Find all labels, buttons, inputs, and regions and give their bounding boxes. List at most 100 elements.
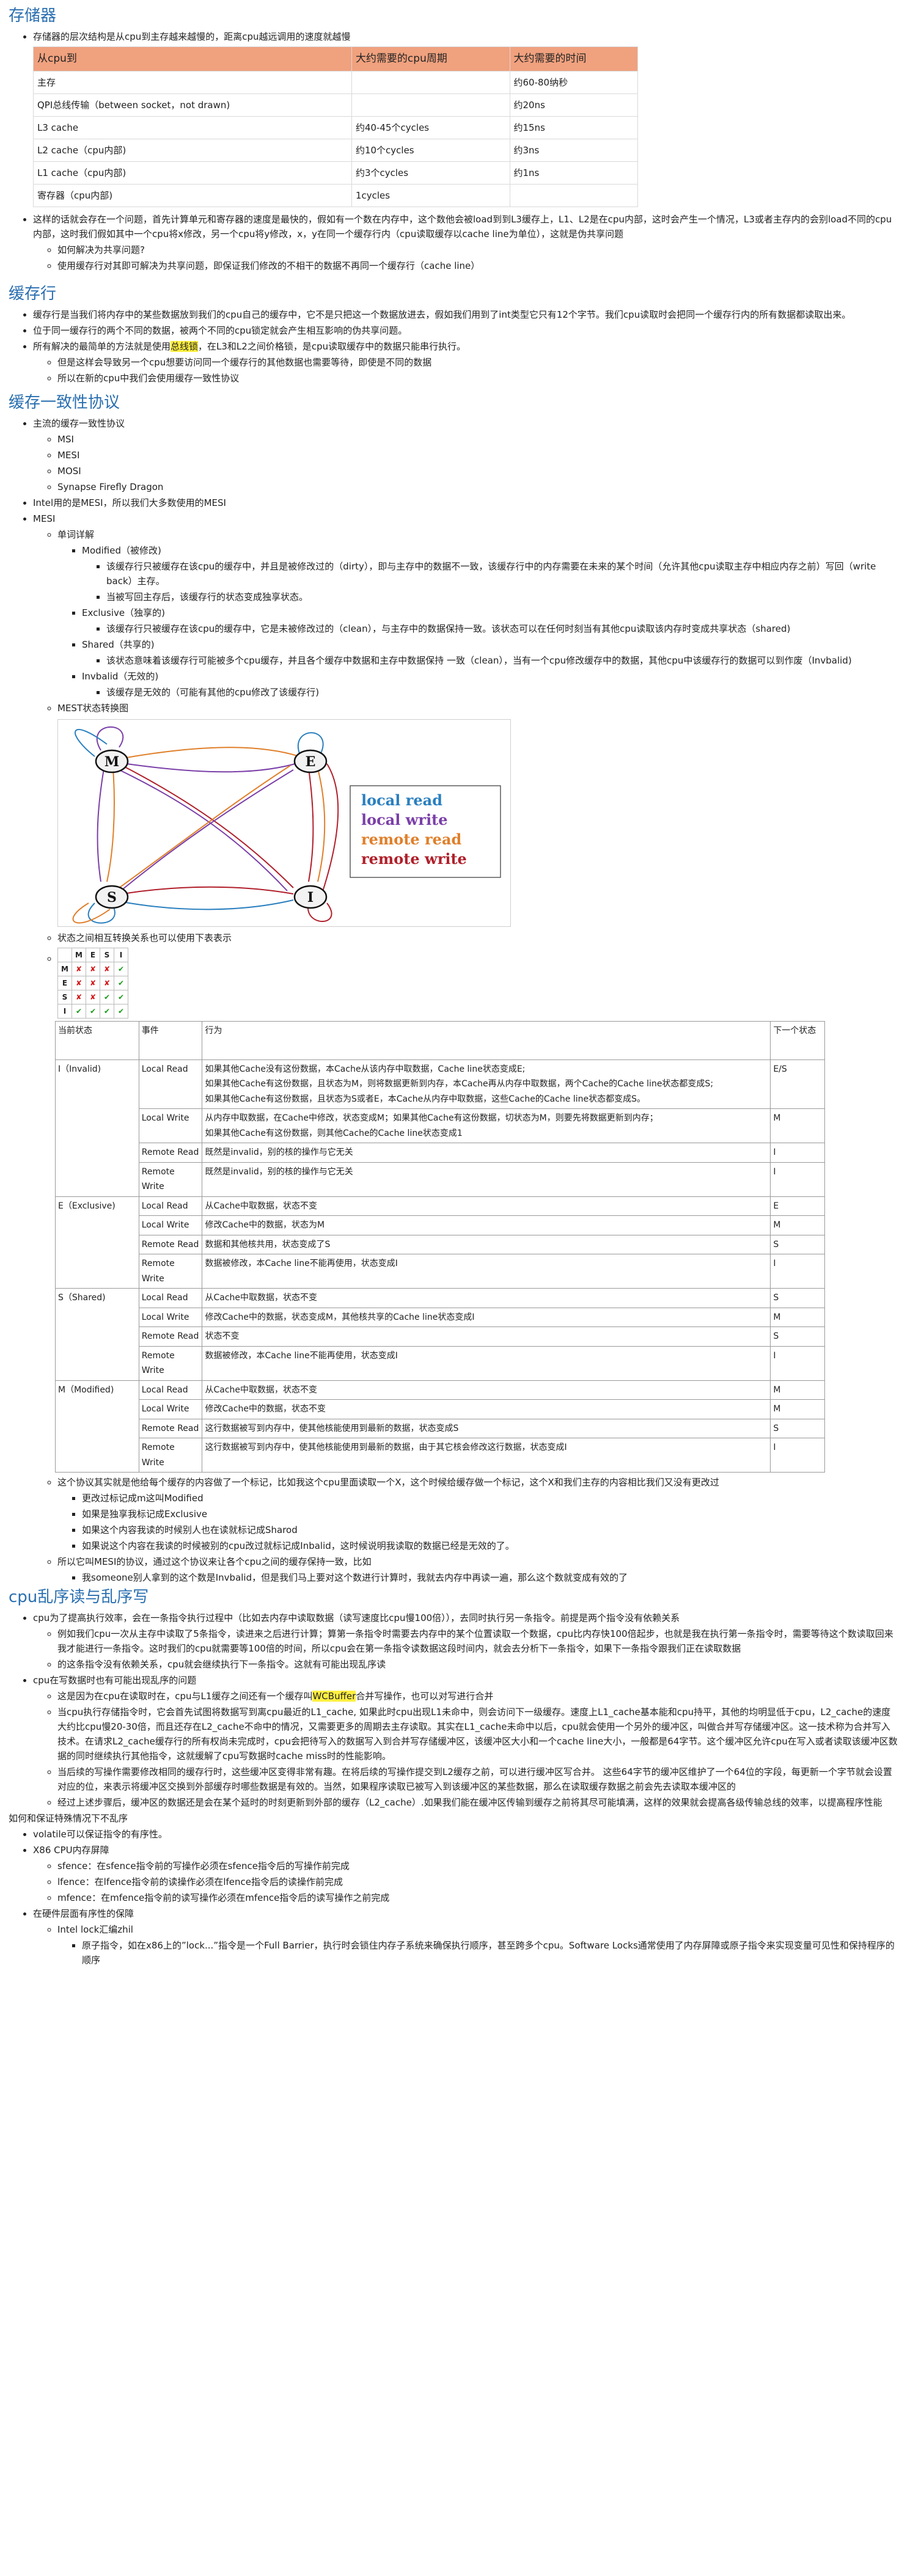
check-icon: ✔: [114, 989, 128, 1004]
event-cell: Remote Write: [138, 1254, 203, 1289]
check-icon: ✔: [114, 1003, 128, 1019]
table-cell: E: [57, 975, 72, 990]
list-item: 该缓存行只被缓存在该cpu的缓存中，它是未被修改过的（clean），与主存中的数…: [106, 621, 898, 636]
list-item: 所有解决的最简单的方法就是使用总线锁，在L3和L2之间价格锁，是cpu读取缓存中…: [33, 339, 898, 386]
transition-arrow: [126, 746, 300, 758]
transition-arrow: [320, 763, 339, 897]
text-run: 所有解决的最简单的方法就是使用: [33, 340, 171, 352]
next-state-cell: M: [770, 1399, 825, 1419]
event-cell: Local Read: [138, 1380, 203, 1400]
table-cell: 约15ns: [509, 115, 638, 139]
text-run: ，在L3和L2之间价格锁，是cpu读取缓存中的数据只能串行执行。: [198, 340, 466, 352]
cross-icon: ✘: [72, 989, 86, 1004]
action-line: 数据被修改，本Cache line不能再使用，状态变成I: [205, 1350, 398, 1361]
table-cell: 约60-80纳秒: [509, 70, 638, 94]
list-item: 但是这样会导致另一个cpu想要访问同一个缓存行的其他数据也需要等待，即使是不同的…: [57, 355, 898, 370]
action-cell: 修改Cache中的数据，状态不变: [202, 1399, 771, 1419]
legend-entry: local write: [361, 811, 448, 829]
list-item: 缓存行是当我们将内存中的某些数据放到我们的cpu自己的缓存中，它不是只把这一个数…: [33, 307, 898, 322]
action-line: 如果其他Cache有这份数据，且状态为S或者E，本Cache从内存中取数据，这些…: [205, 1094, 645, 1104]
paragraph-text: 主流的缓存一致性协议: [33, 417, 125, 429]
table-cell: [509, 183, 638, 207]
event-cell: Remote Read: [138, 1418, 203, 1439]
protocol-item: MSI: [57, 432, 898, 447]
list-item: 所以它叫MESI的协议，通过这个协议来让各个cpu之间的缓存保持一致，比如 我s…: [57, 1554, 898, 1585]
action-line: 数据和其他核共用，状态变成了S: [205, 1239, 331, 1250]
action-line: 数据被修改，本Cache line不能再使用，状态变成I: [205, 1259, 398, 1269]
check-icon: ✔: [114, 975, 128, 990]
list-item: 位于同一缓存行的两个不同的数据，被两个不同的cpu锁定就会产生相互影响的伪共享问…: [33, 323, 898, 338]
next-state-cell: I: [770, 1438, 825, 1473]
table-header-cell: 事件: [138, 1020, 203, 1060]
list-item: mfence：在mfence指令前的读写操作必须在mfence指令后的读写操作之…: [57, 1890, 898, 1905]
next-state-cell: M: [770, 1307, 825, 1328]
list-item: Shared（共享的) 该状态意味着该缓存行可能被多个cpu缓存，并且各个缓存中…: [82, 637, 898, 668]
transition-arrow: [122, 886, 294, 895]
paragraph-text: Intel lock汇编zhil: [57, 1923, 133, 1935]
list-item: 我someone别人拿到的这个数是Invbalid，但是我们马上要对这个数进行计…: [82, 1570, 898, 1585]
list-item: MEST状态转换图: [57, 701, 898, 927]
paragraph-text: cpu在写数据时也有可能出现乱序的问题: [33, 1674, 197, 1686]
table-cell: M: [72, 947, 86, 962]
next-state-cell: I: [770, 1254, 825, 1289]
list-item: 该缓存是无效的（可能有其他的cpu修改了该缓存行): [106, 685, 898, 700]
table-cell: I: [114, 947, 128, 962]
paragraph-text: MESI: [33, 513, 56, 524]
check-icon: ✔: [100, 1003, 114, 1019]
transition-arrow: [122, 764, 294, 888]
transition-arrow: [97, 768, 105, 882]
protocol-item: MOSI: [57, 464, 898, 478]
transition-arrow: [122, 899, 294, 910]
paragraph-text: 在硬件层面有序性的保障: [33, 1908, 134, 1919]
next-state-cell: S: [770, 1418, 825, 1439]
event-cell: Remote Write: [138, 1162, 203, 1197]
table-cell: 约20ns: [509, 93, 638, 117]
state-title: Modified（被修改): [82, 544, 161, 556]
table-row: QPI总线传输（between socket，not drawn) 约20ns: [33, 93, 638, 117]
action-line: 如果其他Cache有这份数据，则其他Cache的Cache line状态变成1: [205, 1128, 463, 1138]
action-cell: 数据被修改，本Cache line不能再使用，状态变成I: [202, 1345, 771, 1381]
cross-icon: ✘: [86, 975, 100, 990]
action-line: 修改Cache中的数据，状态不变: [205, 1404, 326, 1414]
check-icon: ✔: [114, 961, 128, 976]
highlighted-text: WCBuffer: [312, 1690, 356, 1702]
list-item: 当cpu执行存储指令时，它会首先试图将数据写到离cpu最近的L1_cache, …: [57, 1705, 898, 1763]
event-cell: Local Read: [138, 1059, 203, 1110]
list-item: 主流的缓存一致性协议 MSIMESIMOSISynapse Firefly Dr…: [33, 416, 898, 494]
cross-icon: ✘: [100, 975, 114, 990]
transition-arrow: [308, 768, 314, 882]
transition-arrow: [307, 902, 332, 922]
state-node: [95, 749, 129, 773]
paragraph-text: 单词详解: [57, 529, 95, 540]
action-line: 如果其他Cache有这份数据，且状态为M，则将数据更新到内存，本Cache再从内…: [205, 1079, 714, 1089]
table-cell: QPI总线传输（between socket，not drawn): [33, 93, 352, 117]
table-row: I✔✔✔✔: [57, 1003, 128, 1019]
cross-icon: ✘: [100, 961, 114, 976]
state-node-label: M: [105, 754, 119, 770]
table-cell: 约3ns: [509, 138, 638, 162]
table-header-cell: 从cpu到: [33, 46, 352, 71]
event-cell: Local Write: [138, 1307, 203, 1328]
list-item: 例如我们cpu一次从主存中读取了5条指令，读进来之后进行计算；算第一条指令时需要…: [57, 1626, 898, 1656]
paragraph-text: 存储器的层次结构是从cpu到主存越来越慢的，距离cpu越远调用的速度就越慢: [33, 31, 351, 42]
event-cell: Remote Read: [138, 1326, 203, 1347]
list-item: 这样的话就会存在一个问题，首先计算单元和寄存器的速度是最快的，假如有一个数在内存…: [33, 212, 898, 273]
action-line: 这行数据被写到内存中，使其他核能使用到最新的数据，由于其它核会修改这行数据，状态…: [205, 1443, 567, 1453]
table-cell: [57, 947, 72, 962]
list-item: 当被写回主存后，该缓存行的状态变成独享状态。: [106, 590, 898, 604]
state-node-label: I: [307, 890, 314, 906]
text-run: 合并写操作，也可以对写进行合并: [356, 1690, 494, 1702]
table-cell: 约10个cycles: [351, 138, 510, 162]
table-cell: 寄存器（cpu内部): [33, 183, 352, 207]
state-node-label: S: [107, 890, 117, 906]
section-title-storage: 存储器: [9, 7, 57, 25]
event-cell: Local Write: [138, 1399, 203, 1419]
